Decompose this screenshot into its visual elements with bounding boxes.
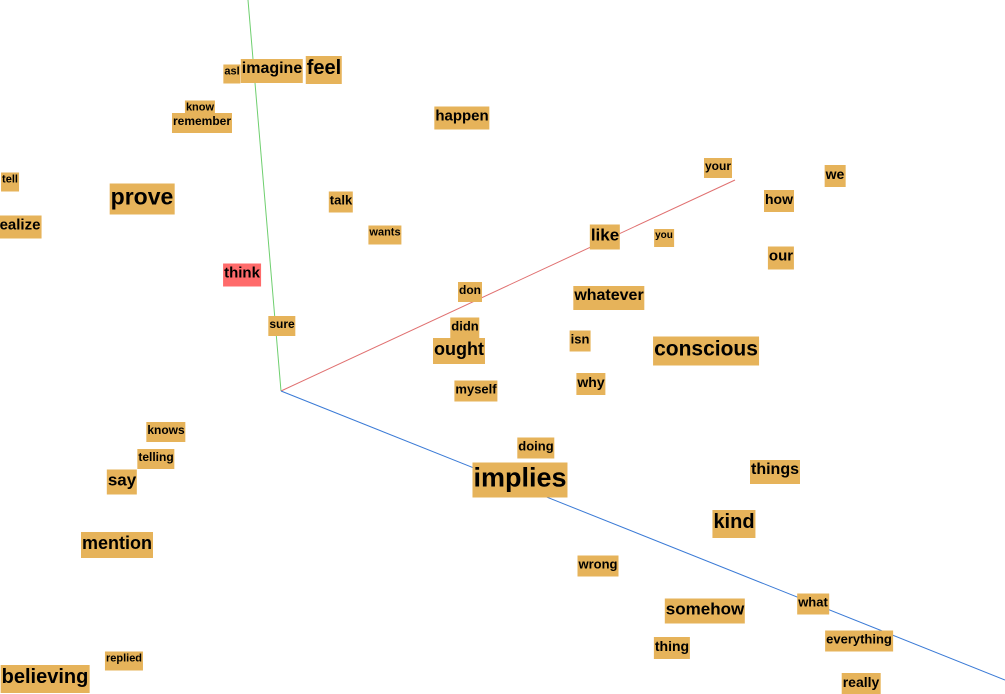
word-label-talk[interactable]: talk — [328, 191, 354, 213]
word-label-remember[interactable]: remember — [171, 113, 233, 133]
word-label-don[interactable]: don — [458, 282, 482, 302]
word-label-say[interactable]: say — [106, 469, 138, 495]
word-label-tell[interactable]: tell — [1, 172, 19, 192]
word-label-isn[interactable]: isn — [569, 330, 591, 352]
word-label-replied[interactable]: replied — [104, 651, 144, 671]
word-label-believing[interactable]: believing — [0, 665, 90, 693]
word-label-doing[interactable]: doing — [517, 437, 555, 459]
word-label-kind[interactable]: kind — [712, 510, 756, 538]
word-label-mention[interactable]: mention — [81, 532, 153, 558]
word-label-ought[interactable]: ought — [433, 338, 485, 364]
word-label-like[interactable]: like — [589, 224, 621, 250]
word-label-somehow[interactable]: somehow — [664, 598, 746, 624]
word-label-think[interactable]: think — [223, 263, 261, 287]
word-label-implies[interactable]: implies — [472, 462, 568, 498]
word-label-didn[interactable]: didn — [450, 317, 480, 339]
word-label-sure[interactable]: sure — [268, 316, 296, 336]
word-label-everything[interactable]: everything — [825, 630, 893, 652]
x-axis-line — [280, 179, 736, 392]
word-label-whatever[interactable]: whatever — [573, 286, 645, 310]
word-label-conscious[interactable]: conscious — [653, 336, 759, 366]
word-label-feel[interactable]: feel — [305, 56, 343, 84]
word-label-our[interactable]: our — [767, 246, 795, 270]
word-label-really[interactable]: really — [841, 673, 881, 694]
word-label-wants[interactable]: wants — [368, 225, 402, 245]
z-axis-line — [280, 390, 1005, 681]
word-label-knows[interactable]: knows — [146, 422, 186, 442]
word-label-things[interactable]: things — [750, 460, 800, 484]
word-label-how[interactable]: how — [764, 190, 794, 212]
word-label-ealize[interactable]: ealize — [0, 215, 42, 239]
word-label-thing[interactable]: thing — [653, 637, 691, 659]
word-label-myself[interactable]: myself — [454, 380, 498, 402]
word-label-we[interactable]: we — [824, 165, 846, 187]
word-label-wrong[interactable]: wrong — [577, 555, 619, 577]
word-label-asl[interactable]: asl — [223, 64, 241, 84]
word-label-imagine[interactable]: imagine — [240, 59, 304, 83]
word-label-prove[interactable]: prove — [109, 183, 175, 215]
word-label-your[interactable]: your — [703, 158, 733, 178]
word-label-you[interactable]: you — [654, 229, 674, 247]
word-label-why[interactable]: why — [576, 373, 606, 395]
word-label-telling[interactable]: telling — [137, 449, 175, 469]
word-label-happen[interactable]: happen — [434, 106, 490, 130]
word-label-what[interactable]: what — [797, 593, 829, 615]
